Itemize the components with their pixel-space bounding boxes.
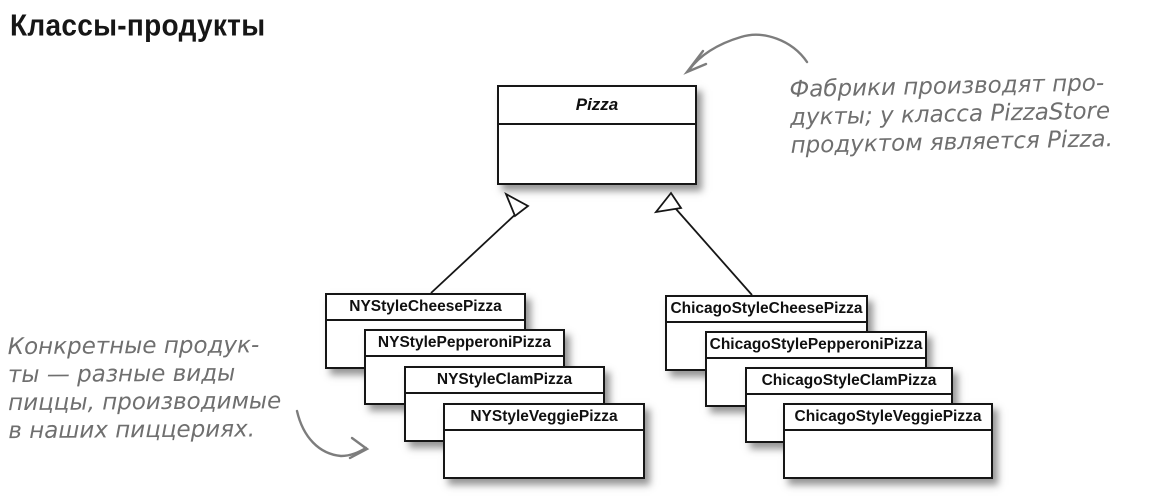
class-box-header: NYStyleVeggiePizza [445, 405, 643, 431]
curved-arrow-to-products-icon [295, 409, 370, 460]
inheritance-triangle-ny-icon [504, 191, 530, 218]
class-box-label: ChicagoStyleCheesePizza [670, 300, 863, 317]
class-box-header: ChicagoStylePepperoniPizza [707, 333, 925, 359]
annotation-products-note: Конкретные продук- ты — разные виды пицц… [7, 332, 282, 445]
class-box-label: ChicagoStylePepperoniPizza [709, 336, 923, 353]
class-box-label: NYStyleVeggiePizza [470, 408, 618, 425]
class-box-header: Pizza [499, 87, 695, 125]
class-box-header: NYStylePepperoniPizza [366, 331, 563, 357]
class-box-label: NYStyleClamPizza [436, 371, 573, 388]
inheritance-triangle-chicago-icon [653, 191, 683, 214]
page-title: Классы-продукты [10, 8, 266, 43]
pizza-class-name: Pizza [575, 95, 619, 114]
class-box-header: ChicagoStyleVeggiePizza [785, 405, 991, 431]
class-box-label: NYStyleCheesePizza [349, 298, 502, 315]
class-box-header: ChicagoStyleClamPizza [747, 369, 951, 395]
inheritance-line-ny [430, 210, 520, 294]
class-box-ny-veggie: NYStyleVeggiePizza [443, 403, 645, 479]
annotation-factory-note: Фабрики производят про- дукты; у класса … [789, 70, 1114, 159]
inheritance-line-chicago [675, 208, 753, 296]
class-box-label: ChicagoStyleClamPizza [761, 372, 937, 389]
class-box-label: ChicagoStyleVeggiePizza [794, 408, 982, 425]
class-box-header: NYStyleClamPizza [406, 368, 603, 394]
class-box-header: ChicagoStyleCheesePizza [667, 297, 866, 323]
curved-arrow-to-pizza-icon [683, 33, 809, 75]
pizza-class-box: Pizza [497, 85, 697, 185]
class-box-header: NYStyleCheesePizza [327, 295, 524, 321]
class-box-chicago-veggie: ChicagoStyleVeggiePizza [783, 403, 993, 479]
class-box-label: NYStylePepperoniPizza [377, 334, 552, 351]
